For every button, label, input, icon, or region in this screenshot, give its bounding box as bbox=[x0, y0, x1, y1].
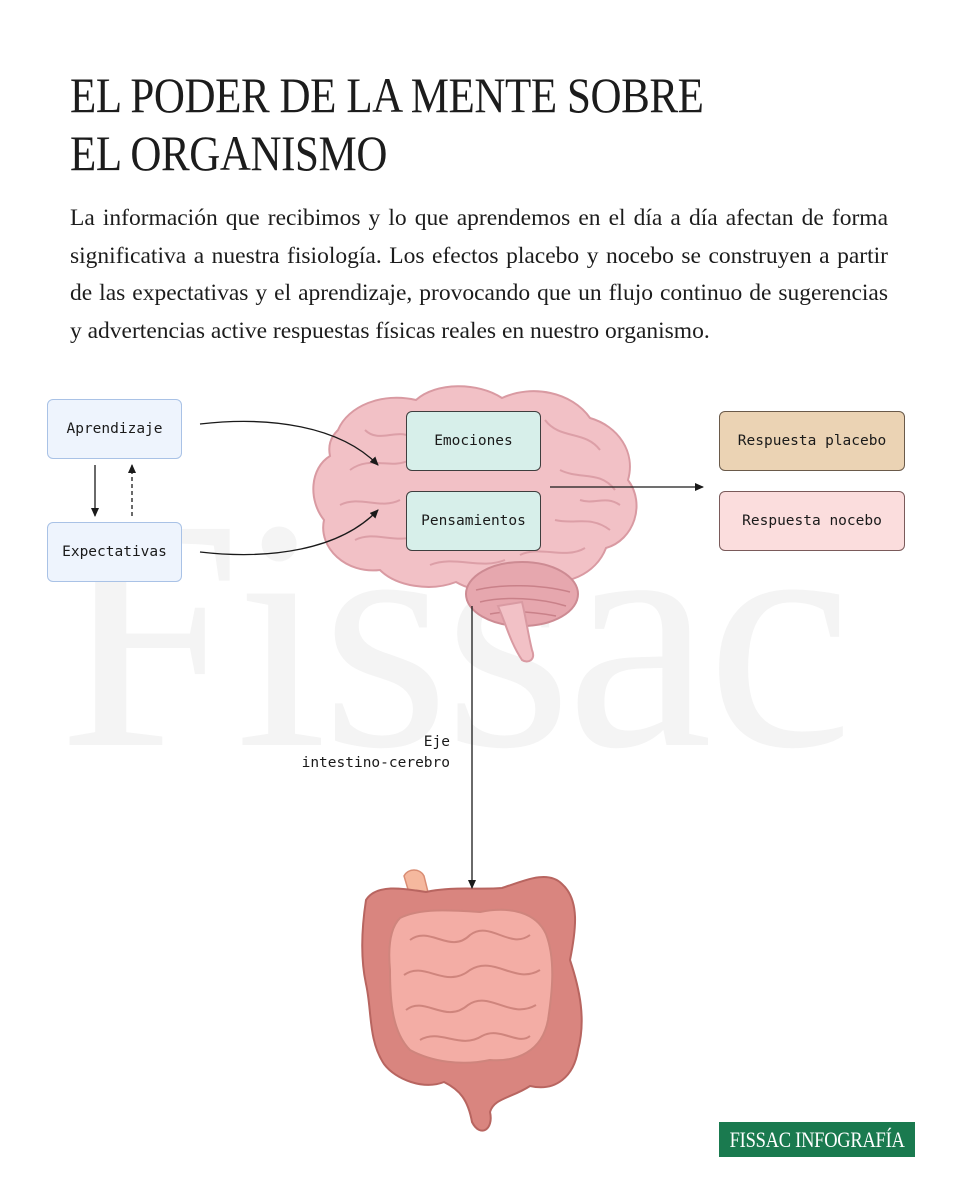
brain-cortex bbox=[312, 385, 638, 592]
axis-label-line1: Eje bbox=[423, 734, 450, 750]
node-expectativas: Expectativas bbox=[47, 522, 182, 582]
arrow-expectativas-to-brain bbox=[199, 509, 379, 556]
axis-label-line2: intestino-cerebro bbox=[301, 755, 450, 771]
axis-label-eje: Eje intestino-cerebro bbox=[250, 732, 450, 774]
brain-stem bbox=[496, 600, 534, 663]
page-title: EL PODER DE LA MENTE SOBRE EL ORGANISMO bbox=[70, 67, 704, 181]
brain-folds bbox=[339, 419, 621, 566]
small-intestine-loops bbox=[403, 929, 541, 1042]
brand-badge: FISSAC INFOGRAFÍA bbox=[719, 1122, 915, 1157]
node-emociones: Emociones bbox=[406, 411, 541, 471]
node-respuesta-placebo: Respuesta placebo bbox=[719, 411, 905, 471]
intro-paragraph: La información que recibimos y lo que ap… bbox=[70, 205, 888, 344]
arrow-aprendizaje-to-brain bbox=[199, 420, 379, 466]
node-pensamientos: Pensamientos bbox=[406, 491, 541, 551]
brand-text: FISSAC INFOGRAFÍA bbox=[729, 1126, 905, 1152]
node-aprendizaje: Aprendizaje bbox=[47, 399, 182, 459]
brain-illustration bbox=[312, 385, 638, 663]
node-respuesta-nocebo: Respuesta nocebo bbox=[719, 491, 905, 551]
small-intestine bbox=[388, 908, 554, 1064]
intestine-illustration bbox=[361, 869, 583, 1132]
